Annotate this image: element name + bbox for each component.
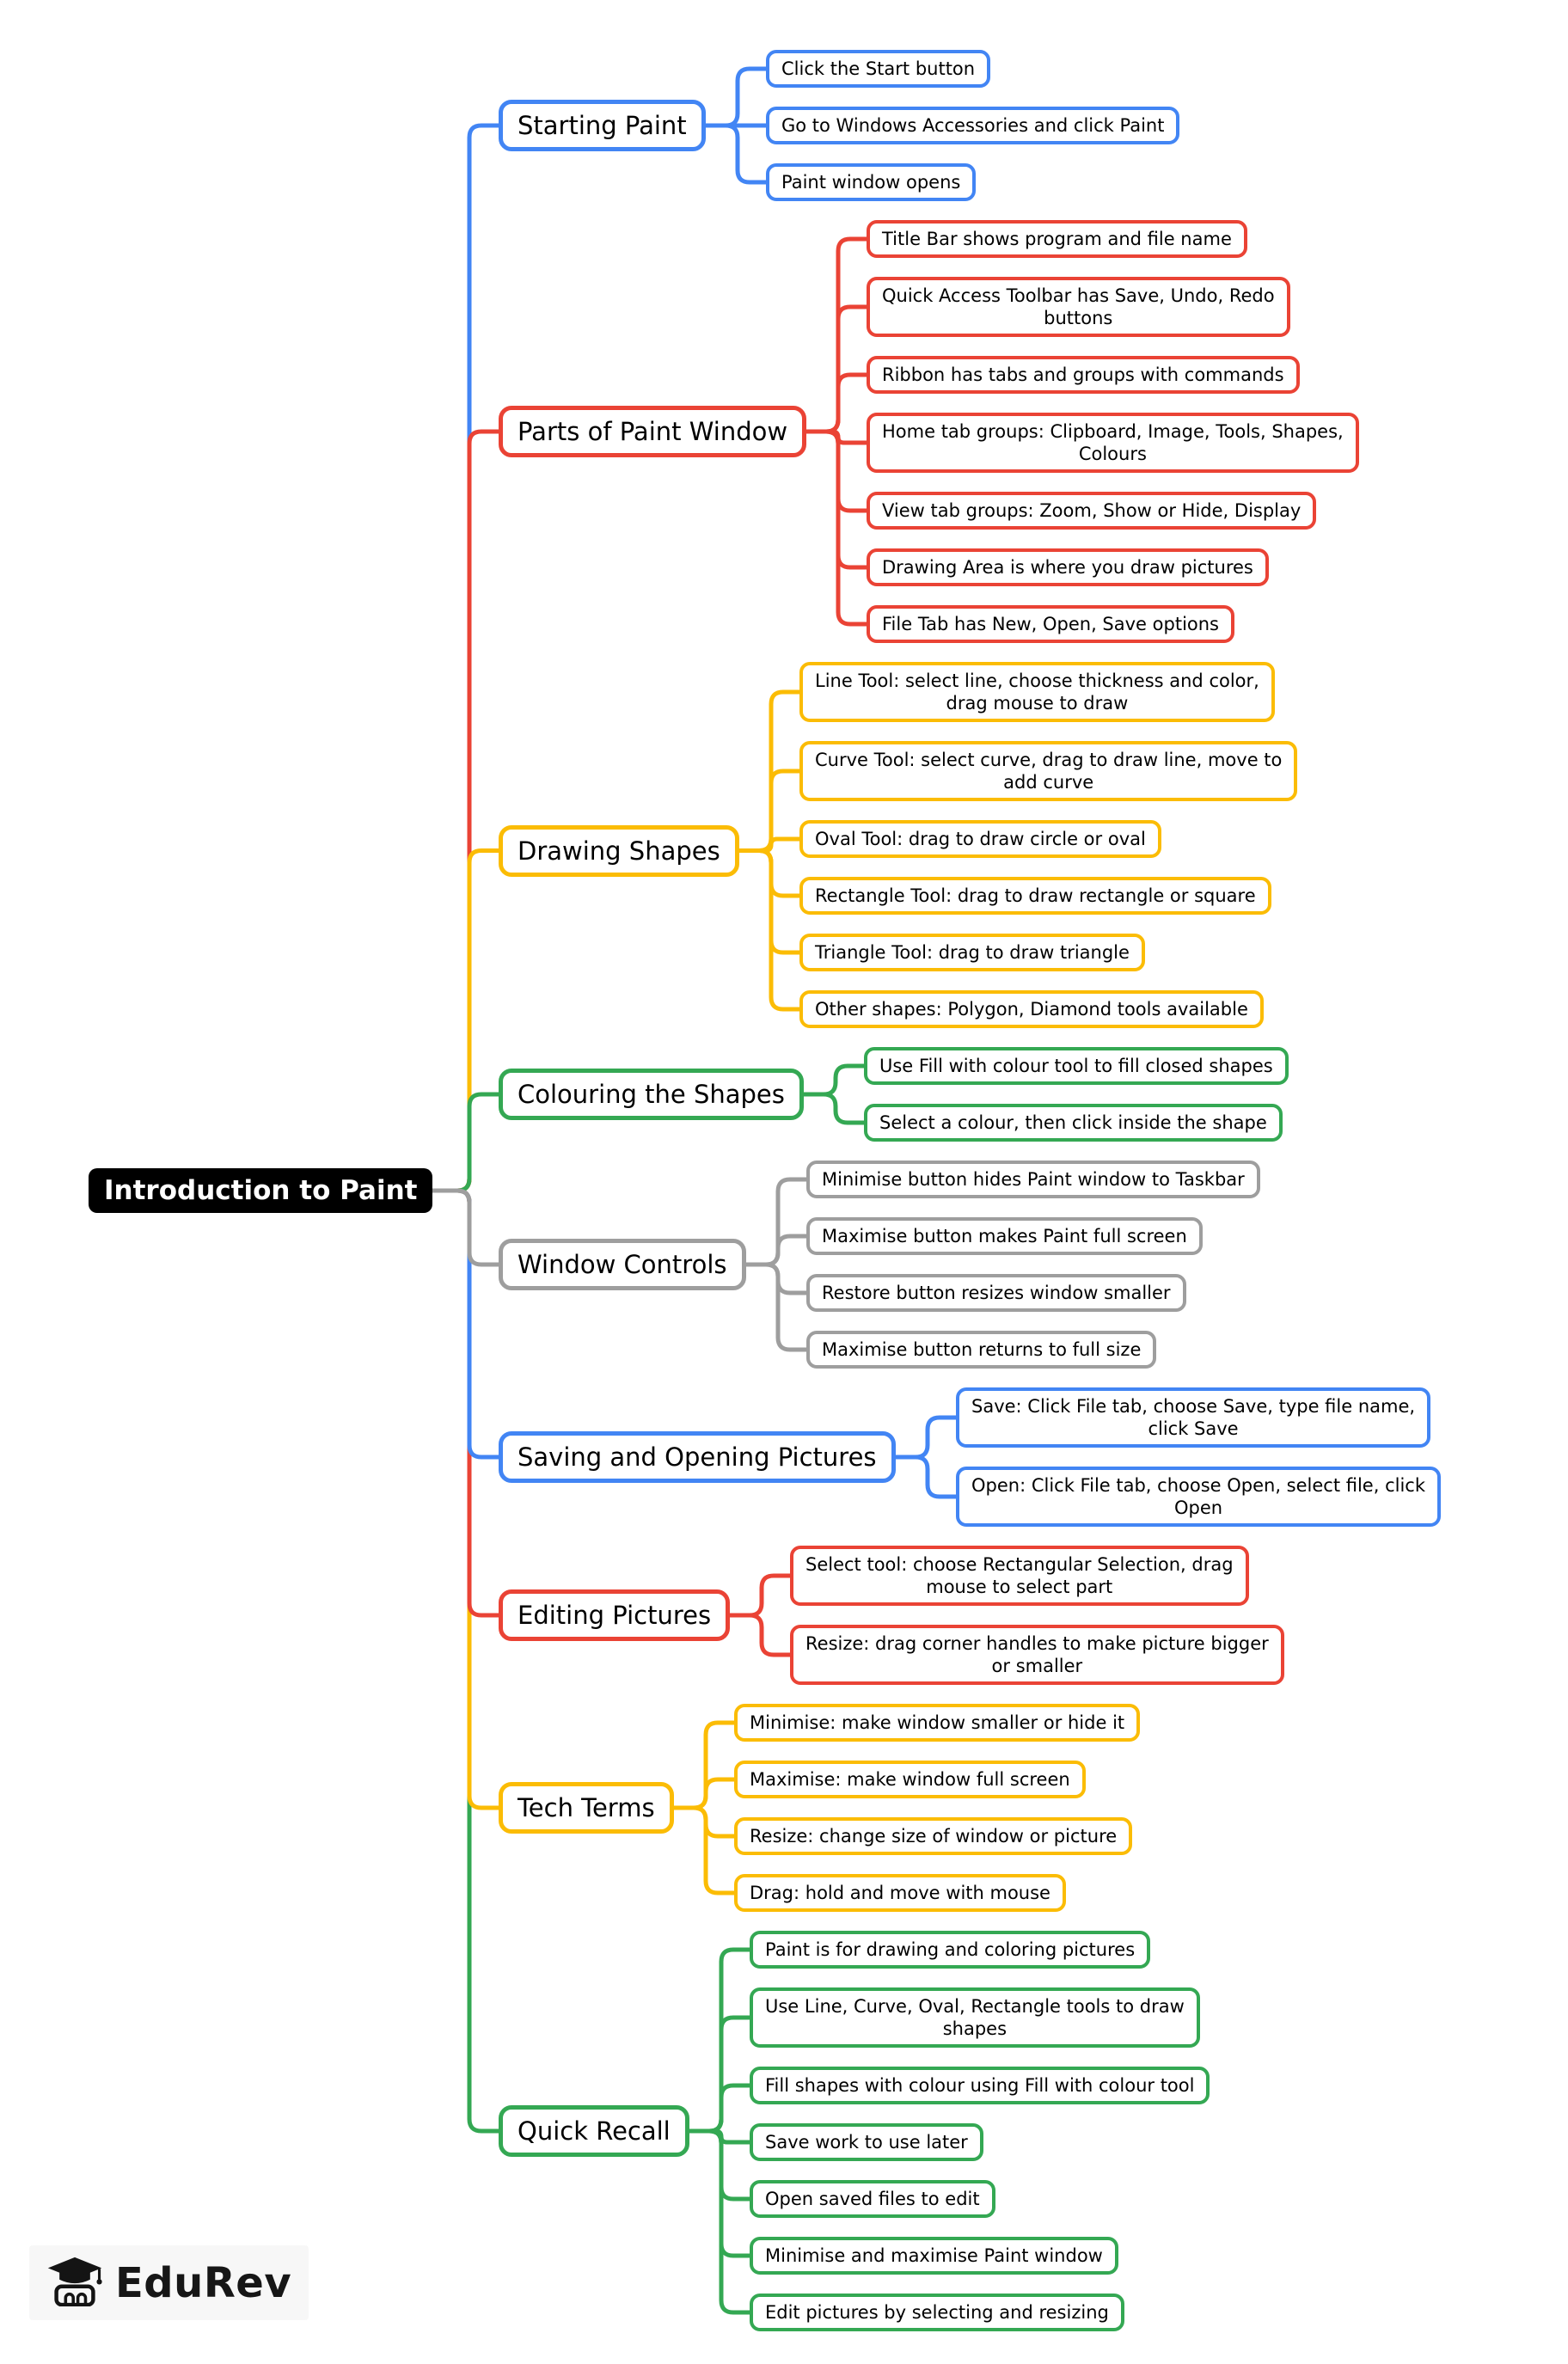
leaf-node-view-tab-groups-zoom-show-or-hide-displa: View tab groups: Zoom, Show or Hide, Dis… <box>867 492 1317 530</box>
connector <box>735 836 806 853</box>
connector <box>428 1188 505 2134</box>
connector <box>428 1188 505 1460</box>
leaf-node-drag-hold-and-move-with-mouse: Drag: hold and move with mouse <box>734 1874 1066 1912</box>
leaf-node-restore-button-resizes-window-smaller: Restore button resizes window smaller <box>806 1274 1186 1312</box>
connector <box>891 1415 963 1460</box>
leaf-node-minimise-button-hides-paint-window-to-ta: Minimise button hides Paint window to Ta… <box>806 1161 1260 1198</box>
leaf-node-ribbon-has-tabs-and-groups-with-commands: Ribbon has tabs and groups with commands <box>867 356 1300 394</box>
leaf-node-save-work-to-use-later: Save work to use later <box>750 2123 983 2161</box>
leaf-node-oval-tool-drag-to-draw-circle-or-oval: Oval Tool: drag to draw circle or oval <box>799 820 1161 858</box>
connector <box>802 429 873 445</box>
leaf-node-click-the-start-button: Click the Start button <box>766 50 991 88</box>
connector <box>701 66 773 128</box>
connector <box>891 1455 963 1499</box>
leaf-node-use-line-curve-oval-rectangle-tools-to-d: Use Line, Curve, Oval, Rectangle tools t… <box>750 1987 1200 2048</box>
branch-node-starting-paint: Starting Paint <box>499 100 706 151</box>
leaf-node-minimise-and-maximise-paint-window: Minimise and maximise Paint window <box>750 2237 1118 2275</box>
leaf-node-home-tab-groups-clipboard-image-tools-sh: Home tab groups: Clipboard, Image, Tools… <box>867 413 1359 473</box>
leaf-node-open-saved-files-to-edit: Open saved files to edit <box>750 2180 995 2218</box>
connector <box>428 429 505 1193</box>
branch-node-tech-terms: Tech Terms <box>499 1782 674 1834</box>
leaf-node-edit-pictures-by-selecting-and-resizing: Edit pictures by selecting and resizing <box>750 2294 1124 2331</box>
edurev-logo: EduRev <box>29 2245 309 2320</box>
branch-node-parts-of-paint-window: Parts of Paint Window <box>499 406 807 457</box>
connector <box>685 2083 756 2134</box>
leaf-node-maximise-make-window-full-screen: Maximise: make window full screen <box>734 1761 1086 1798</box>
connector <box>685 2128 756 2145</box>
connector <box>428 1092 505 1193</box>
branch-node-colouring-the-shapes: Colouring the Shapes <box>499 1069 804 1120</box>
branch-node-drawing-shapes: Drawing Shapes <box>499 824 739 877</box>
connector <box>802 372 873 434</box>
leaf-node-select-tool-choose-rectangular-selection: Select tool: choose Rectangular Selectio… <box>790 1546 1249 1606</box>
leaf-node-resize-drag-corner-handles-to-make-pictu: Resize: drag corner handles to make pict… <box>790 1625 1284 1685</box>
leaf-node-quick-access-toolbar-has-save-undo-redo: Quick Access Toolbar has Save, Undo, Red… <box>867 277 1290 337</box>
connector <box>428 1188 505 1618</box>
leaf-node-curve-tool-select-curve-drag-to-draw-lin: Curve Tool: select curve, drag to draw l… <box>799 741 1298 801</box>
connector <box>799 1092 871 1125</box>
leaf-node-go-to-windows-accessories-and-click-pain: Go to Windows Accessories and click Pain… <box>766 107 1180 144</box>
central-topic: Introduction to Paint <box>89 1168 433 1213</box>
connector <box>742 1262 813 1295</box>
leaf-node-resize-change-size-of-window-or-picture: Resize: change size of window or picture <box>734 1817 1133 1855</box>
connector <box>735 848 806 898</box>
connector <box>670 1805 741 1839</box>
leaf-node-maximise-button-makes-paint-full-screen: Maximise button makes Paint full screen <box>806 1217 1203 1255</box>
leaf-node-drawing-area-is-where-you-draw-pictures: Drawing Area is where you draw pictures <box>867 548 1269 586</box>
leaf-node-open-click-file-tab-choose-open-select-f: Open: Click File tab, choose Open, selec… <box>956 1467 1442 1527</box>
connector <box>670 1777 741 1810</box>
leaf-node-line-tool-select-line-choose-thickness-a: Line Tool: select line, choose thickness… <box>799 662 1275 722</box>
connector <box>726 1613 797 1657</box>
branch-node-saving-and-opening-pictures: Saving and Opening Pictures <box>499 1431 896 1483</box>
connector <box>726 1573 797 1618</box>
connector <box>701 123 773 185</box>
connector <box>742 1234 813 1267</box>
branch-node-editing-pictures: Editing Pictures <box>499 1589 731 1641</box>
leaf-node-select-a-colour-then-click-inside-the-sh: Select a colour, then click inside the s… <box>864 1104 1283 1142</box>
leaf-node-triangle-tool-drag-to-draw-triangle: Triangle Tool: drag to draw triangle <box>799 934 1145 971</box>
leaf-node-maximise-button-returns-to-full-size: Maximise button returns to full size <box>806 1331 1157 1369</box>
branch-node-quick-recall: Quick Recall <box>499 2105 689 2157</box>
leaf-node-title-bar-shows-program-and-file-name: Title Bar shows program and file name <box>867 220 1247 258</box>
leaf-node-minimise-make-window-smaller-or-hide-it: Minimise: make window smaller or hide it <box>734 1704 1141 1742</box>
leaf-node-rectangle-tool-drag-to-draw-rectangle-or: Rectangle Tool: drag to draw rectangle o… <box>799 877 1271 915</box>
graduation-cap-icon <box>46 2256 103 2310</box>
edurev-logo-text: EduRev <box>115 2258 292 2307</box>
leaf-node-other-shapes-polygon-diamond-tools-avail: Other shapes: Polygon, Diamond tools ava… <box>799 990 1264 1028</box>
connector <box>428 1188 505 1267</box>
leaf-node-paint-is-for-drawing-and-coloring-pictur: Paint is for drawing and coloring pictur… <box>750 1931 1151 1969</box>
leaf-node-save-click-file-tab-choose-save-type-fil: Save: Click File tab, choose Save, type … <box>956 1387 1431 1448</box>
connector <box>799 1063 871 1097</box>
connector <box>428 848 505 1193</box>
leaf-node-file-tab-has-new-open-save-options: File Tab has New, Open, Save options <box>867 605 1234 643</box>
connector <box>428 1188 505 1810</box>
leaf-node-use-fill-with-colour-tool-to-fill-closed: Use Fill with colour tool to fill closed… <box>864 1047 1289 1085</box>
branch-node-window-controls: Window Controls <box>499 1239 746 1290</box>
leaf-node-fill-shapes-with-colour-using-fill-with-: Fill shapes with colour using Fill with … <box>750 2067 1210 2104</box>
leaf-node-paint-window-opens: Paint window opens <box>766 163 977 201</box>
connector <box>428 123 505 1193</box>
